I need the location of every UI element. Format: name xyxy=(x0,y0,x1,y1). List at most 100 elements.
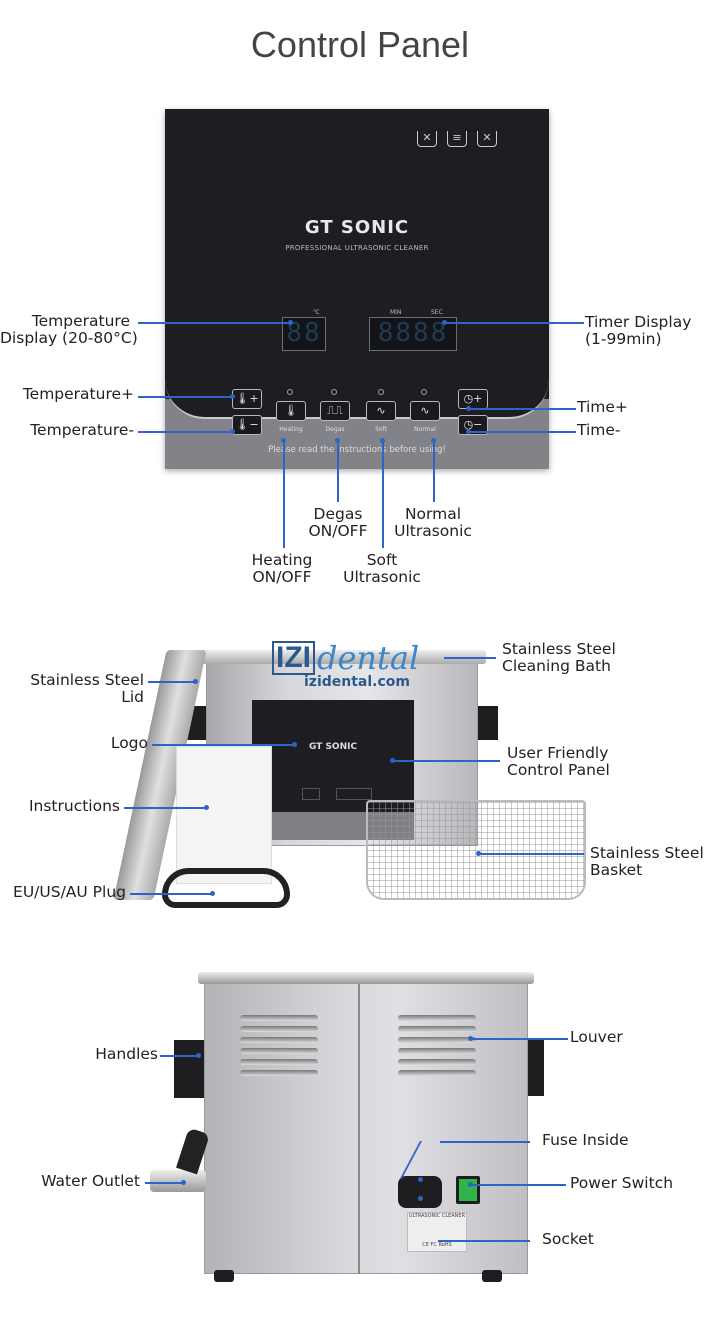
leader-line xyxy=(440,1141,530,1143)
drain-valve xyxy=(150,1170,206,1192)
leader-line xyxy=(337,440,339,502)
front-timer-display xyxy=(336,788,372,800)
callout-line-1: Timer Display xyxy=(585,313,692,331)
degas-button[interactable]: ⎍⎍ xyxy=(320,401,350,421)
callout-line-2: Basket xyxy=(590,861,643,879)
callout-instructions: Instructions xyxy=(28,797,120,815)
heating-caption: Heating xyxy=(279,426,303,433)
wash-symbols: ✕ ≡ ✕ xyxy=(417,131,497,147)
back-rim xyxy=(198,972,534,984)
callout-line-2: Control Panel xyxy=(507,761,610,779)
callout-heating: Heating ON/OFF xyxy=(244,552,320,586)
callout-time-plus: Time+ xyxy=(577,398,628,416)
time-plus-button[interactable]: ◷+ xyxy=(458,389,488,409)
callout-water-outlet: Water Outlet xyxy=(41,1172,140,1190)
louver-slot xyxy=(240,1048,318,1054)
leader-dot xyxy=(466,429,471,434)
pulse-wave-icon: ⎍⎍ xyxy=(327,404,343,417)
watermark-logo: IZI dental xyxy=(272,639,420,677)
normal-caption: Normal xyxy=(414,426,436,433)
callout-line-1: Temperature xyxy=(31,312,130,330)
callout-line-2: ON/OFF xyxy=(308,522,368,540)
stainless-basket xyxy=(366,800,586,900)
center-seam xyxy=(358,984,360,1274)
leader-dot xyxy=(210,891,215,896)
watermark-dental: dental xyxy=(317,639,420,677)
leader-dot xyxy=(193,679,198,684)
louver-slot xyxy=(240,1015,318,1021)
degas-led xyxy=(331,389,337,395)
leader-dot xyxy=(335,438,340,443)
temperature-plus-button[interactable]: 🌡+ xyxy=(232,389,262,409)
leader-dot xyxy=(468,1036,473,1041)
left-handle-back xyxy=(174,1040,206,1098)
callout-line-1: Stainless Steel xyxy=(30,671,144,689)
power-switch[interactable] xyxy=(456,1176,480,1204)
heating-button[interactable]: 🌡 xyxy=(276,401,306,421)
leader-line xyxy=(470,1038,568,1040)
leader-dot xyxy=(380,438,385,443)
callout-degas: Degas ON/OFF xyxy=(300,506,376,540)
front-temp-display xyxy=(302,788,320,800)
leader-line xyxy=(444,657,496,659)
normal-button[interactable]: ∿ xyxy=(410,401,440,421)
instruction-manual xyxy=(176,746,272,884)
callout-power-switch: Power Switch xyxy=(570,1174,674,1192)
callout-soft: Soft Ultrasonic xyxy=(338,552,426,586)
leader-dot xyxy=(181,1180,186,1185)
thermometer-minus-icon: 🌡− xyxy=(235,418,259,431)
degas-caption: Degas xyxy=(325,426,345,433)
no-heat-wash-icon: ✕ xyxy=(477,131,497,147)
leader-line xyxy=(145,1182,183,1184)
watermark-url: izidental.com xyxy=(304,674,410,690)
callout-line-2: Ultrasonic xyxy=(394,522,472,540)
timer-sec-label: SEC xyxy=(431,309,443,316)
leader-line xyxy=(468,408,576,410)
callout-temperature-minus: Temperature- xyxy=(30,421,134,439)
callout-line-1: Stainless Steel xyxy=(590,844,704,862)
leader-dot xyxy=(418,1196,423,1201)
leader-dot xyxy=(230,429,235,434)
normal-led xyxy=(421,389,427,395)
leader-line xyxy=(148,681,194,683)
callout-normal: Normal Ultrasonic xyxy=(390,506,476,540)
leader-line xyxy=(444,322,584,324)
callout-line-2: ON/OFF xyxy=(252,568,312,586)
leader-dot xyxy=(230,394,235,399)
right-handle xyxy=(474,706,498,740)
temp-unit-label: ℃ xyxy=(313,309,320,316)
leader-dot xyxy=(288,320,293,325)
foot xyxy=(214,1270,234,1282)
leader-line xyxy=(152,744,294,746)
panel-upper-curve xyxy=(165,359,549,419)
time-minus-button[interactable]: ◷− xyxy=(458,415,488,435)
leader-dot xyxy=(418,1177,423,1182)
callout-line-1: Normal xyxy=(404,505,462,523)
leader-dot xyxy=(292,742,297,747)
cleaner-back xyxy=(204,978,528,1274)
control-panel-image: ✕ ≡ ✕ GT SONIC PROFESSIONAL ULTRASONIC C… xyxy=(165,109,549,469)
louver-slot xyxy=(240,1037,318,1043)
leader-line xyxy=(382,440,384,548)
callout-timer-display: Timer Display (1-99min) xyxy=(585,314,691,348)
thermometer-icon: 🌡 xyxy=(284,404,298,417)
leader-line xyxy=(138,396,231,398)
callout-louver: Louver xyxy=(570,1028,623,1046)
front-brand: GT SONIC xyxy=(308,742,358,752)
callout-bath: Stainless Steel Cleaning Bath xyxy=(502,641,616,675)
no-wash-icon: ✕ xyxy=(417,131,437,147)
leader-line xyxy=(138,431,231,433)
timer-min-label: MIN xyxy=(390,309,402,316)
callout-temperature-plus: Temperature+ xyxy=(22,385,134,403)
soft-button[interactable]: ∿ xyxy=(366,401,396,421)
leader-line xyxy=(433,440,435,502)
callout-line-2: Cleaning Bath xyxy=(502,657,611,675)
clock-plus-icon: ◷+ xyxy=(463,392,483,405)
callout-fuse: Fuse Inside xyxy=(542,1131,629,1149)
leader-dot xyxy=(281,438,286,443)
leader-dot xyxy=(468,1182,473,1187)
leader-dot xyxy=(442,320,447,325)
temperature-minus-button[interactable]: 🌡− xyxy=(232,415,262,435)
callout-time-minus: Time- xyxy=(577,421,621,439)
plate-marks: CE FC RoHS xyxy=(422,1242,452,1248)
